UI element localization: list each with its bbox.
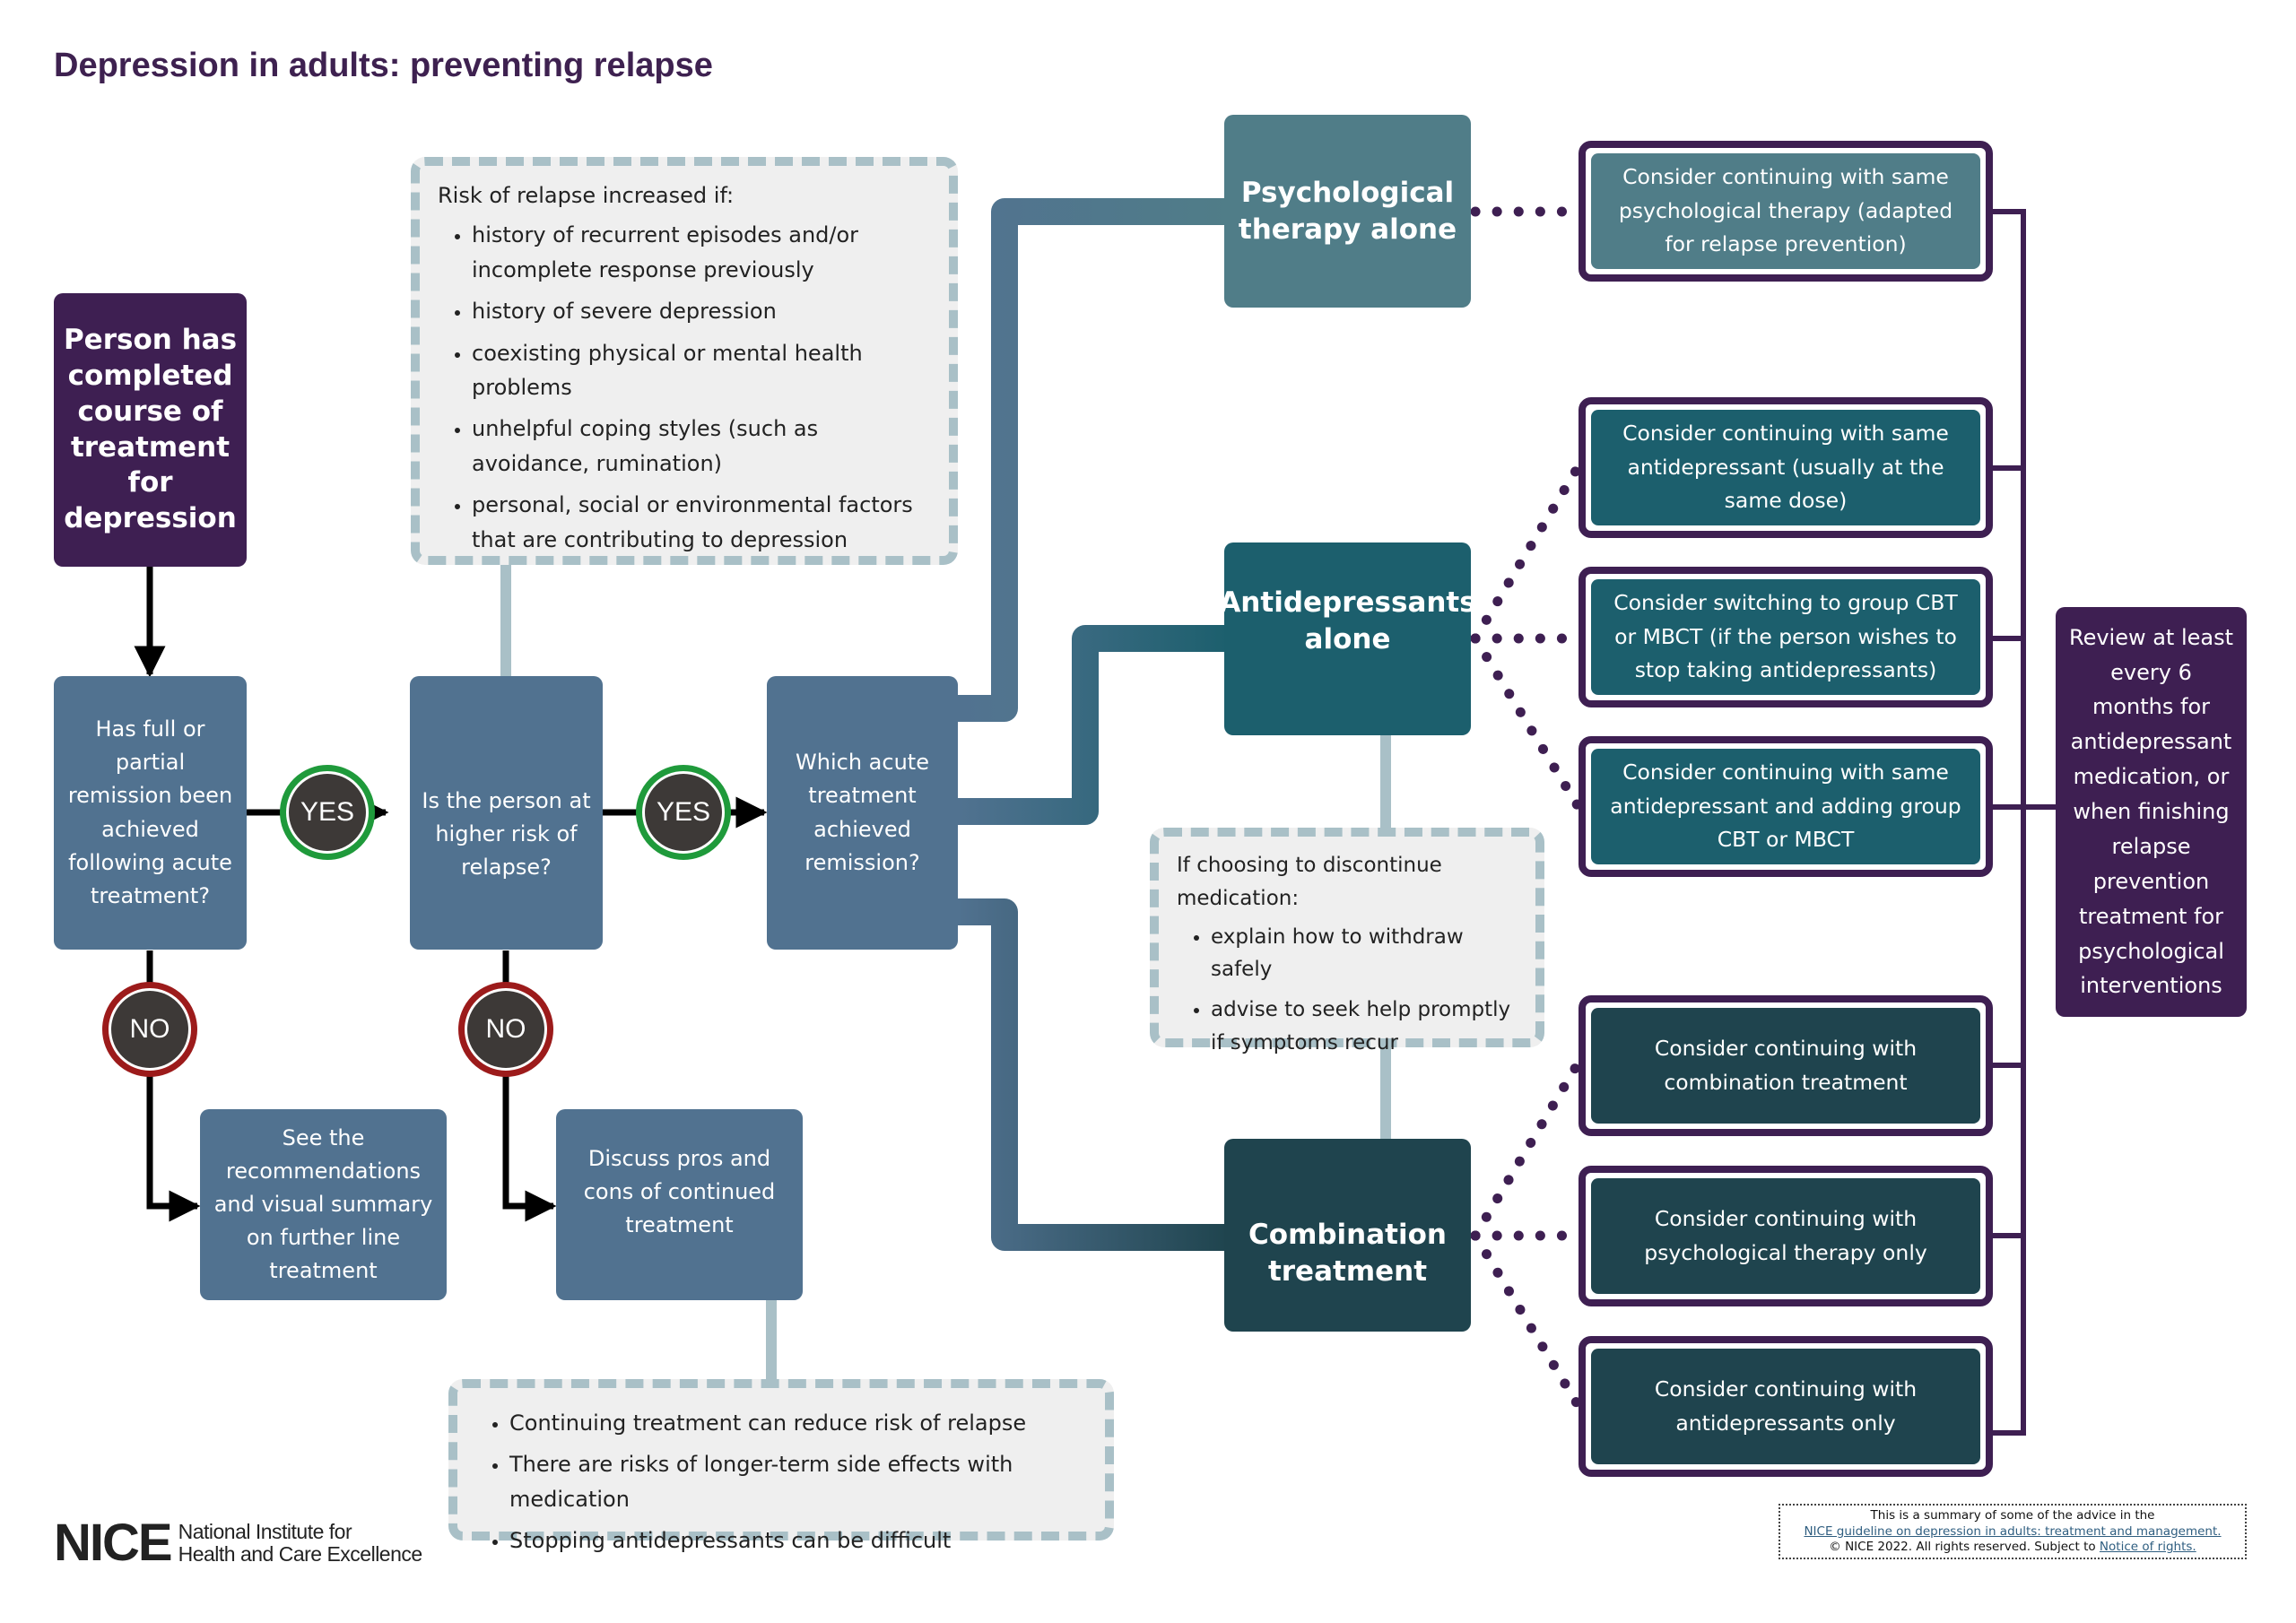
outcome-antidep-same: Consider continuing with same antidepres… xyxy=(1578,397,1993,538)
dots-combo-3 xyxy=(1470,1230,1584,1411)
risk-factor-item: unhelpful coping styles (such as avoidan… xyxy=(472,412,931,481)
guideline-link[interactable]: NICE guideline on depression in adults: … xyxy=(1804,1523,2222,1539)
outcome-psych-same-therapy: Consider continuing with same psychologi… xyxy=(1578,141,1993,282)
nice-logo-fullname: National Institute for Health and Care E… xyxy=(178,1520,423,1566)
pros-cons-note: Continuing treatment can reduce risk of … xyxy=(448,1379,1114,1553)
footer-notice: This is a summary of some of the advice … xyxy=(1779,1504,2247,1559)
outcome-combo-antidep-only: Consider continuing with antidepressants… xyxy=(1578,1336,1993,1477)
decision-which-treatment: Which acute treatment achieved remission… xyxy=(767,676,958,950)
footer-summary-text: This is a summary of some of the advice … xyxy=(1870,1508,2155,1523)
treatment-antidepressants: Antidepressants alone xyxy=(1219,542,1476,735)
pros-cons-item: Continuing treatment can reduce risk of … xyxy=(509,1406,1087,1440)
notice-of-rights-link[interactable]: Notice of rights. xyxy=(2099,1540,2196,1555)
nice-logo: NICE National Institute for Health and C… xyxy=(54,1517,422,1569)
discontinue-note-heading: If choosing to discontinue medication: xyxy=(1177,854,1442,910)
discuss-box: Discuss pros and cons of continued treat… xyxy=(556,1109,803,1300)
page-title: Depression in adults: preventing relapse xyxy=(54,47,713,84)
pros-cons-item: There are risks of longer-term side effe… xyxy=(509,1447,1087,1516)
decision-remission: Has full or partial remission been achie… xyxy=(54,676,247,950)
branch-combo xyxy=(958,898,1229,1251)
pros-cons-list: Continuing treatment can reduce risk of … xyxy=(475,1406,1087,1558)
discontinue-list: explain how to withdraw safely advise to… xyxy=(1177,921,1518,1060)
treatment-psychological: Psychological therapy alone xyxy=(1224,115,1471,308)
branch-antidep xyxy=(958,625,1229,825)
risk-note-heading: Risk of relapse increased if: xyxy=(438,183,735,208)
risk-factor-item: history of recurrent episodes and/or inc… xyxy=(472,218,931,287)
risk-factor-item: personal, social or environmental factor… xyxy=(472,488,931,557)
decision-higher-risk: Is the person at higher risk of relapse? xyxy=(410,676,603,950)
risk-factors-note: Risk of relapse increased if: history of… xyxy=(411,157,958,565)
dots-antidep-3 xyxy=(1470,633,1584,812)
outcome-combo-psych-only: Consider continuing with psychological t… xyxy=(1578,1166,1993,1306)
further-line-box: See the recommendations and visual summa… xyxy=(200,1109,447,1300)
nice-logo-acronym: NICE xyxy=(54,1514,173,1572)
dots-combo-1 xyxy=(1470,1057,1584,1241)
outcome-antidep-switch: Consider switching to group CBT or MBCT … xyxy=(1578,567,1993,707)
pros-cons-item: Stopping antidepressants can be difficul… xyxy=(509,1523,1087,1558)
discontinue-item: advise to seek help promptly if symptoms… xyxy=(1211,994,1518,1060)
no-badge-remission: NO xyxy=(102,982,197,1077)
no-badge-risk: NO xyxy=(458,982,553,1077)
start-box: Person has completed course of treatment… xyxy=(54,293,247,567)
yes-badge-remission: YES xyxy=(280,765,375,860)
discontinue-note: If choosing to discontinue medication: e… xyxy=(1150,828,1544,1055)
review-bracket xyxy=(1993,209,2026,1436)
review-box: Review at least every 6 months for antid… xyxy=(2056,607,2247,1017)
risk-factor-item: history of severe depression xyxy=(472,294,931,328)
yes-badge-risk: YES xyxy=(636,765,731,860)
risk-factor-item: coexisting physical or mental health pro… xyxy=(472,336,931,405)
risk-factors-list: history of recurrent episodes and/or inc… xyxy=(438,218,931,557)
discontinue-item: explain how to withdraw safely xyxy=(1211,921,1518,987)
outcome-combo-continue: Consider continuing with combination tre… xyxy=(1578,995,1993,1136)
outcome-antidep-add-cbt: Consider continuing with same antidepres… xyxy=(1578,736,1993,877)
treatment-combination: Combination treatment xyxy=(1224,1139,1471,1332)
branch-psych xyxy=(958,198,1229,722)
dots-antidep-1 xyxy=(1470,461,1584,644)
copyright-text: © NICE 2022. All rights reserved. Subjec… xyxy=(1829,1540,2100,1555)
